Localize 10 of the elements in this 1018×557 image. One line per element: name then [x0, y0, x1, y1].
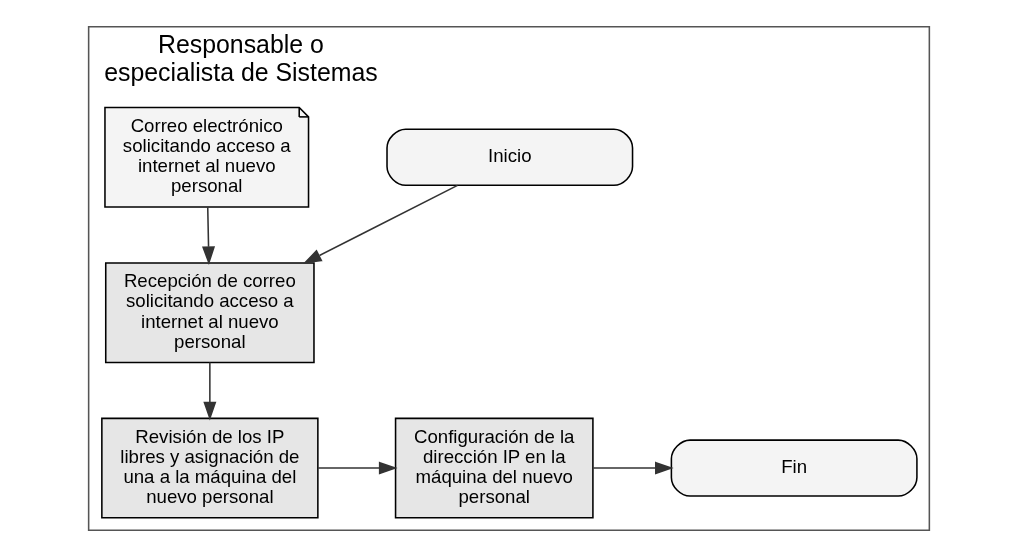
node-box: Recepción de correo solicitando acceso a internet al nuevo personal — [104, 262, 315, 364]
node-box: Fin — [670, 439, 918, 497]
node-box: Inicio — [386, 128, 634, 187]
arrow — [592, 461, 674, 475]
arrow — [303, 184, 459, 264]
node-box: Configuración de la dirección IP en la máquina del nuevo personal — [394, 417, 594, 519]
arrow — [317, 461, 398, 475]
arrow — [203, 361, 217, 421]
node-box: Revisión de los IP libres y asignación de una a la máquina del nuevo personal — [101, 417, 319, 519]
arrow — [202, 206, 216, 266]
